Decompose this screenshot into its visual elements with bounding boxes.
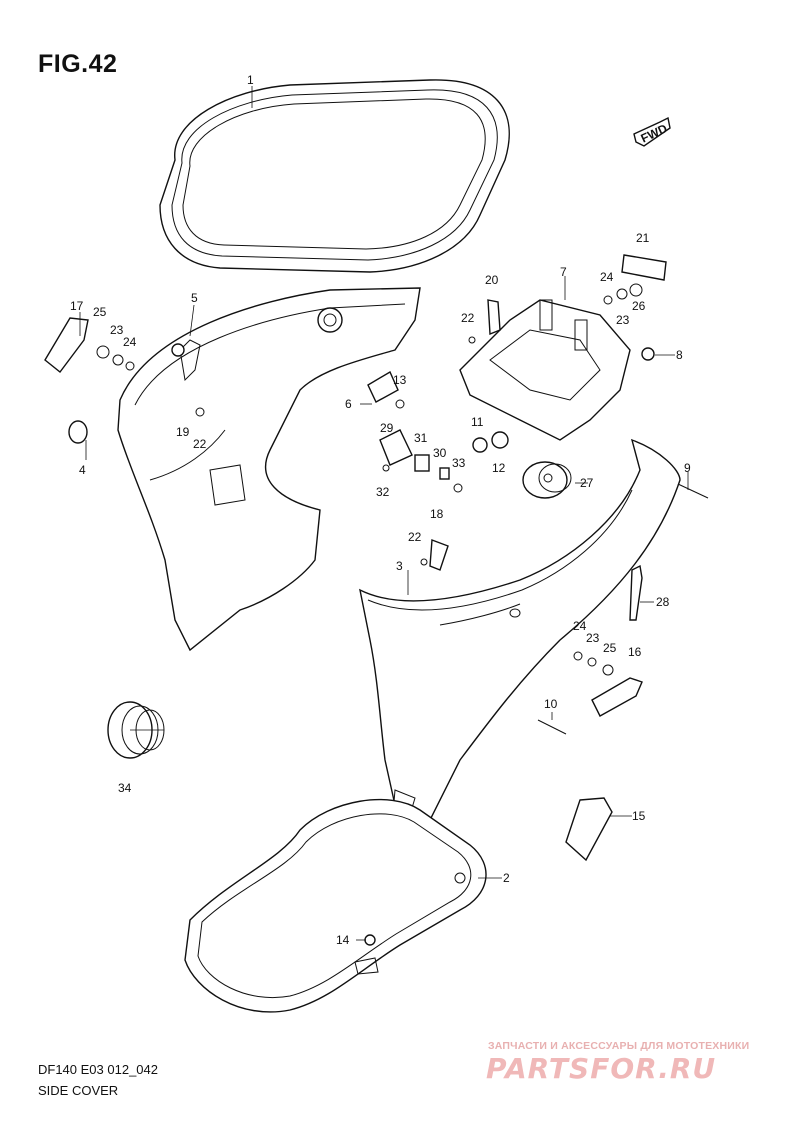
callout-numbers: 1 2 3 4 5 6 7 8 9 10 11 12 13 14 15 16 1… [70, 73, 691, 947]
callout-8: 8 [676, 348, 683, 362]
callout-32: 32 [376, 485, 390, 499]
callout-13: 13 [393, 373, 407, 387]
callout-4: 4 [79, 463, 86, 477]
fwd-label: FWD [639, 121, 670, 145]
rubber-plug [522, 461, 572, 499]
grip-right [573, 651, 643, 717]
leader-lines [79, 86, 689, 941]
callout-20: 20 [485, 273, 499, 287]
callout-21: 21 [636, 231, 650, 245]
callout-1: 1 [247, 73, 254, 87]
callout-24-b: 24 [600, 270, 614, 284]
callout-10: 10 [544, 697, 558, 711]
callout-24-a: 24 [123, 335, 137, 349]
seal-ring-top [159, 79, 510, 273]
callout-2: 2 [503, 871, 510, 885]
figure-title: FIG.42 [38, 50, 118, 78]
side-cover-right [359, 438, 681, 821]
bracket-assembly [459, 299, 631, 441]
grip-left [44, 317, 135, 373]
callout-23-b: 23 [616, 313, 630, 327]
callout-18: 18 [430, 507, 444, 521]
callout-28: 28 [656, 595, 670, 609]
watermark-logo: PARTSFOR.RU [486, 1052, 717, 1085]
callout-22-b: 22 [193, 437, 207, 451]
callout-26: 26 [632, 299, 646, 313]
callout-34: 34 [118, 781, 132, 795]
callout-3: 3 [396, 559, 403, 573]
callout-23-a: 23 [110, 323, 124, 337]
callout-17: 17 [70, 299, 84, 313]
callout-33: 33 [452, 456, 466, 470]
callout-23-c: 23 [586, 631, 600, 645]
watermark-caption: ЗАПЧАСТИ И АКСЕССУАРЫ ДЛЯ МОТОТЕХНИКИ [488, 1040, 750, 1052]
callout-14: 14 [336, 933, 350, 947]
callout-11: 11 [471, 415, 484, 429]
callout-5: 5 [191, 291, 198, 305]
callout-22-a: 22 [461, 311, 475, 325]
callout-16: 16 [628, 645, 642, 659]
callout-9: 9 [684, 461, 691, 475]
callout-25-b: 25 [603, 641, 617, 655]
callout-19: 19 [176, 425, 190, 439]
callout-29: 29 [380, 421, 394, 435]
callout-31: 31 [414, 431, 428, 445]
callout-15: 15 [632, 809, 646, 823]
seal-ring-bottom [184, 798, 487, 1013]
callout-7: 7 [560, 265, 567, 279]
model-code: DF140 E03 012_042 [38, 1062, 158, 1077]
callout-12: 12 [492, 461, 506, 475]
callout-22-c: 22 [408, 530, 422, 544]
callout-6: 6 [345, 397, 352, 411]
callout-25-a: 25 [93, 305, 107, 319]
callout-27: 27 [580, 476, 594, 490]
callout-24-c: 24 [573, 619, 587, 633]
fwd-arrow-icon: FWD [633, 116, 671, 147]
callout-30: 30 [433, 446, 447, 460]
small-hardware [68, 254, 709, 946]
section-name: SIDE COVER [38, 1083, 119, 1098]
side-cover-left [117, 287, 421, 652]
